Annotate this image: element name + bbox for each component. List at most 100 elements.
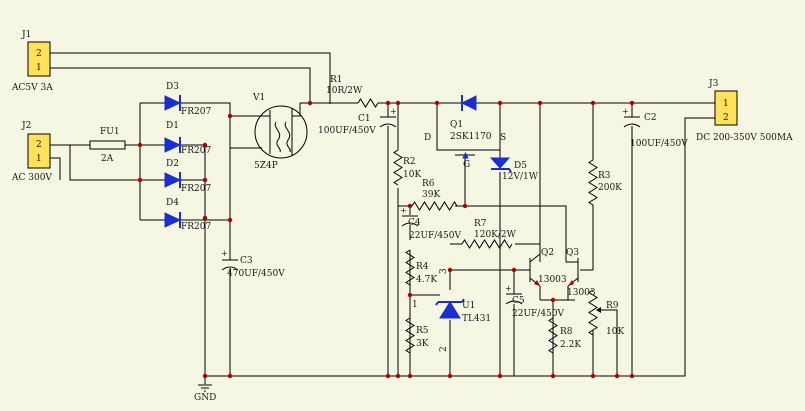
- d4-value: FR207: [181, 222, 211, 232]
- j2-pin2: 2: [36, 140, 42, 150]
- r3-ref: R3: [598, 171, 611, 181]
- svg-text:+: +: [390, 107, 397, 116]
- c2-ref: C2: [644, 113, 657, 123]
- r2-ref: R2: [403, 157, 416, 167]
- u1-pin3: 3: [439, 268, 449, 274]
- c3-value: 470UF/450V: [227, 269, 285, 279]
- diode-d1: D1 FR207: [164, 121, 211, 156]
- q2-value: 13003: [538, 275, 567, 285]
- d2-value: FR207: [181, 184, 211, 194]
- transistor-q2: Q2 13003: [529, 248, 567, 287]
- capacitor-c3: + C3 470UF/450V: [221, 249, 285, 280]
- fu1-value: 2A: [101, 154, 114, 164]
- zener-d5: D5 12V/1W: [489, 157, 539, 182]
- r6-value: 39K: [422, 190, 440, 200]
- j3-label: DC 200-350V 500MA: [696, 133, 793, 143]
- d5-ref: D5: [514, 161, 527, 171]
- u1-value: TL431: [462, 314, 491, 324]
- q2-ref: Q2: [541, 248, 554, 258]
- resistor-r1: R1 10R/2W: [326, 75, 379, 108]
- d3-value: FR207: [181, 107, 211, 117]
- resistor-r8: R8 2.2K: [548, 317, 581, 354]
- j3-pin1: 1: [723, 99, 729, 109]
- diode-d2: D2 FR207: [164, 159, 211, 194]
- capacitor-c1: + C1 100UF/450V: [318, 107, 397, 136]
- c2-value: 100UF/450V: [630, 139, 688, 149]
- r7-ref: R7: [474, 219, 487, 229]
- connector-j3: J3 1 2 DC 200-350V 500MA: [696, 79, 793, 143]
- resistor-r7: R7 120K/2W: [461, 219, 517, 249]
- ground-label: GND: [194, 393, 216, 403]
- c1-value: 100UF/450V: [318, 126, 376, 136]
- capacitor-c2: + C2 100UF/450V: [622, 107, 688, 149]
- q1-gate: G: [463, 160, 470, 170]
- fuse-fu1: FU1 2A: [89, 127, 126, 164]
- j2-pin1: 1: [36, 154, 42, 164]
- q1-drain: D: [424, 133, 431, 143]
- capacitor-c5: + C5 22UF/450V: [505, 284, 564, 319]
- connector-j2: J2 2 1 AC 300V: [11, 121, 52, 183]
- r5-value: 3K: [416, 339, 429, 349]
- svg-text:+: +: [221, 249, 228, 258]
- d3-ref: D3: [166, 82, 179, 92]
- r4-ref: R4: [416, 262, 429, 272]
- resistor-r2: R2 10K: [393, 149, 421, 186]
- j3-ref: J3: [708, 79, 719, 89]
- v1-ref: V1: [252, 93, 265, 103]
- junctions: [137, 100, 635, 379]
- regulator-u1: U1 TL431 1 3 2: [412, 268, 491, 352]
- r3-value: 200K: [598, 183, 622, 193]
- c3-ref: C3: [240, 256, 253, 266]
- diode-d4: D4 FR207: [164, 198, 211, 232]
- r8-ref: R8: [560, 327, 573, 337]
- r7-value: 120K/2W: [474, 230, 517, 240]
- j2-ref: J2: [21, 121, 31, 131]
- ground-symbol: GND: [194, 384, 216, 403]
- d1-value: FR207: [181, 146, 211, 156]
- r9-ref: R9: [606, 301, 619, 311]
- diode-d3: D3 FR207: [164, 82, 211, 117]
- d5-value: 12V/1W: [502, 172, 539, 182]
- d4-ref: D4: [166, 198, 179, 208]
- resistor-r5: R5 3K: [405, 317, 429, 354]
- r9-value: 10K: [606, 327, 624, 337]
- c1-ref: C1: [358, 114, 371, 124]
- q3-ref: Q3: [566, 248, 579, 258]
- r8-value: 2.2K: [560, 340, 581, 350]
- svg-text:+: +: [400, 206, 407, 215]
- r4-value: 4.7K: [416, 275, 437, 285]
- j3-pin2: 2: [723, 113, 729, 123]
- j1-pin2: 2: [36, 49, 42, 59]
- c5-value: 22UF/450V: [512, 309, 564, 319]
- diode-series: [460, 95, 477, 111]
- d2-ref: D2: [166, 159, 179, 169]
- resistor-r4: R4 4.7K: [405, 249, 437, 286]
- c4-ref: C4: [408, 218, 421, 228]
- connector-j1: J1 2 1 AC5V 3A: [11, 30, 53, 93]
- u1-ref: U1: [462, 301, 475, 311]
- u1-pin2: 2: [439, 346, 449, 352]
- r1-ref: R1: [330, 75, 343, 85]
- r5-ref: R5: [416, 326, 429, 336]
- j2-label: AC 300V: [11, 173, 52, 183]
- fu1-ref: FU1: [100, 127, 120, 137]
- c4-value: 22UF/450V: [409, 231, 461, 241]
- j1-pin1: 1: [36, 63, 42, 73]
- u1-pin1: 1: [412, 300, 418, 310]
- q1-source: S: [500, 133, 506, 143]
- j1-ref: J1: [21, 30, 31, 40]
- v1-value: 5Z4P: [254, 161, 278, 171]
- transistor-q3: Q3 13003: [566, 248, 596, 298]
- q3-value: 13003: [567, 288, 596, 298]
- q1-ref: Q1: [450, 120, 463, 130]
- r2-value: 10K: [403, 170, 421, 180]
- r6-ref: R6: [422, 179, 435, 189]
- d1-ref: D1: [166, 121, 179, 131]
- q1-value: 2SK1170: [450, 132, 492, 142]
- c5-ref: C5: [512, 296, 525, 306]
- resistor-r6: R6 39K: [411, 179, 458, 211]
- rectifier-tube-v1: V1 5Z4P: [252, 93, 308, 171]
- resistor-r3: R3 200K: [588, 159, 622, 206]
- capacitor-c4: + C4 22UF/450V: [400, 206, 461, 241]
